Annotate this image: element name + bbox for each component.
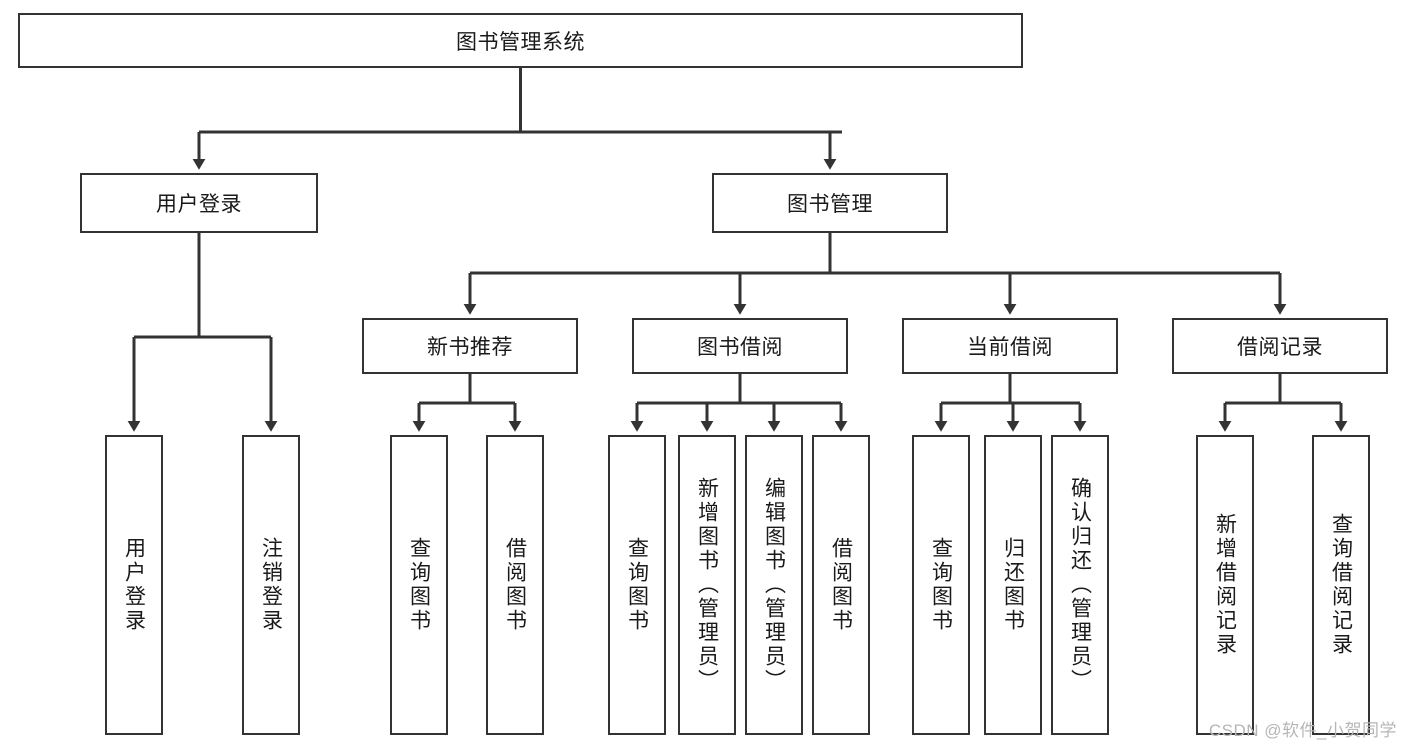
node-leaf-user-login-label: 用户登录 xyxy=(122,537,146,633)
node-leaf-return-book[interactable]: 归还图书 xyxy=(984,435,1042,735)
node-leaf-query-record[interactable]: 查询借阅记录 xyxy=(1312,435,1370,735)
node-leaf-borrow-book-1[interactable]: 借阅图书 xyxy=(486,435,544,735)
node-borrow-record-label: 借阅记录 xyxy=(1237,336,1323,359)
node-root[interactable]: 图书管理系统 xyxy=(18,13,1023,68)
node-leaf-query-book-2[interactable]: 查询图书 xyxy=(608,435,666,735)
node-borrow-record[interactable]: 借阅记录 xyxy=(1172,318,1388,374)
csdn-watermark: CSDN @软件_小贺同学 xyxy=(1208,721,1397,740)
node-book-borrow-label: 图书借阅 xyxy=(697,336,783,359)
node-leaf-query-book-1[interactable]: 查询图书 xyxy=(390,435,448,735)
node-new-book-recommend[interactable]: 新书推荐 xyxy=(362,318,578,374)
node-leaf-query-book-2-label: 查询图书 xyxy=(625,537,649,633)
node-leaf-borrow-book-2-label: 借阅图书 xyxy=(829,537,853,633)
node-leaf-confirm-return-label: 确认归还（管理员） xyxy=(1068,477,1092,693)
node-leaf-borrow-book-1-label: 借阅图书 xyxy=(503,537,527,633)
node-book-management-label: 图书管理 xyxy=(787,193,873,216)
node-leaf-add-record[interactable]: 新增借阅记录 xyxy=(1196,435,1254,735)
node-new-book-recommend-label: 新书推荐 xyxy=(427,336,513,359)
node-leaf-add-book-label: 新增图书（管理员） xyxy=(695,477,719,693)
node-leaf-user-logout[interactable]: 注销登录 xyxy=(242,435,300,735)
node-leaf-query-record-label: 查询借阅记录 xyxy=(1329,513,1353,657)
node-leaf-add-book[interactable]: 新增图书（管理员） xyxy=(678,435,736,735)
node-leaf-confirm-return[interactable]: 确认归还（管理员） xyxy=(1051,435,1109,735)
node-leaf-user-login[interactable]: 用户登录 xyxy=(105,435,163,735)
node-leaf-borrow-book-2[interactable]: 借阅图书 xyxy=(812,435,870,735)
node-current-borrow[interactable]: 当前借阅 xyxy=(902,318,1118,374)
node-leaf-query-book-3-label: 查询图书 xyxy=(929,537,953,633)
node-leaf-edit-book[interactable]: 编辑图书（管理员） xyxy=(745,435,803,735)
node-root-label: 图书管理系统 xyxy=(456,30,585,54)
node-book-borrow[interactable]: 图书借阅 xyxy=(632,318,848,374)
node-book-management[interactable]: 图书管理 xyxy=(712,173,948,233)
node-current-borrow-label: 当前借阅 xyxy=(967,336,1053,359)
node-user-login[interactable]: 用户登录 xyxy=(80,173,318,233)
node-leaf-return-book-label: 归还图书 xyxy=(1001,537,1025,633)
node-leaf-query-book-3[interactable]: 查询图书 xyxy=(912,435,970,735)
node-leaf-edit-book-label: 编辑图书（管理员） xyxy=(762,477,786,693)
node-user-login-label: 用户登录 xyxy=(156,193,242,216)
node-leaf-query-book-1-label: 查询图书 xyxy=(407,537,431,633)
node-leaf-add-record-label: 新增借阅记录 xyxy=(1213,513,1237,657)
node-leaf-user-logout-label: 注销登录 xyxy=(259,537,283,633)
